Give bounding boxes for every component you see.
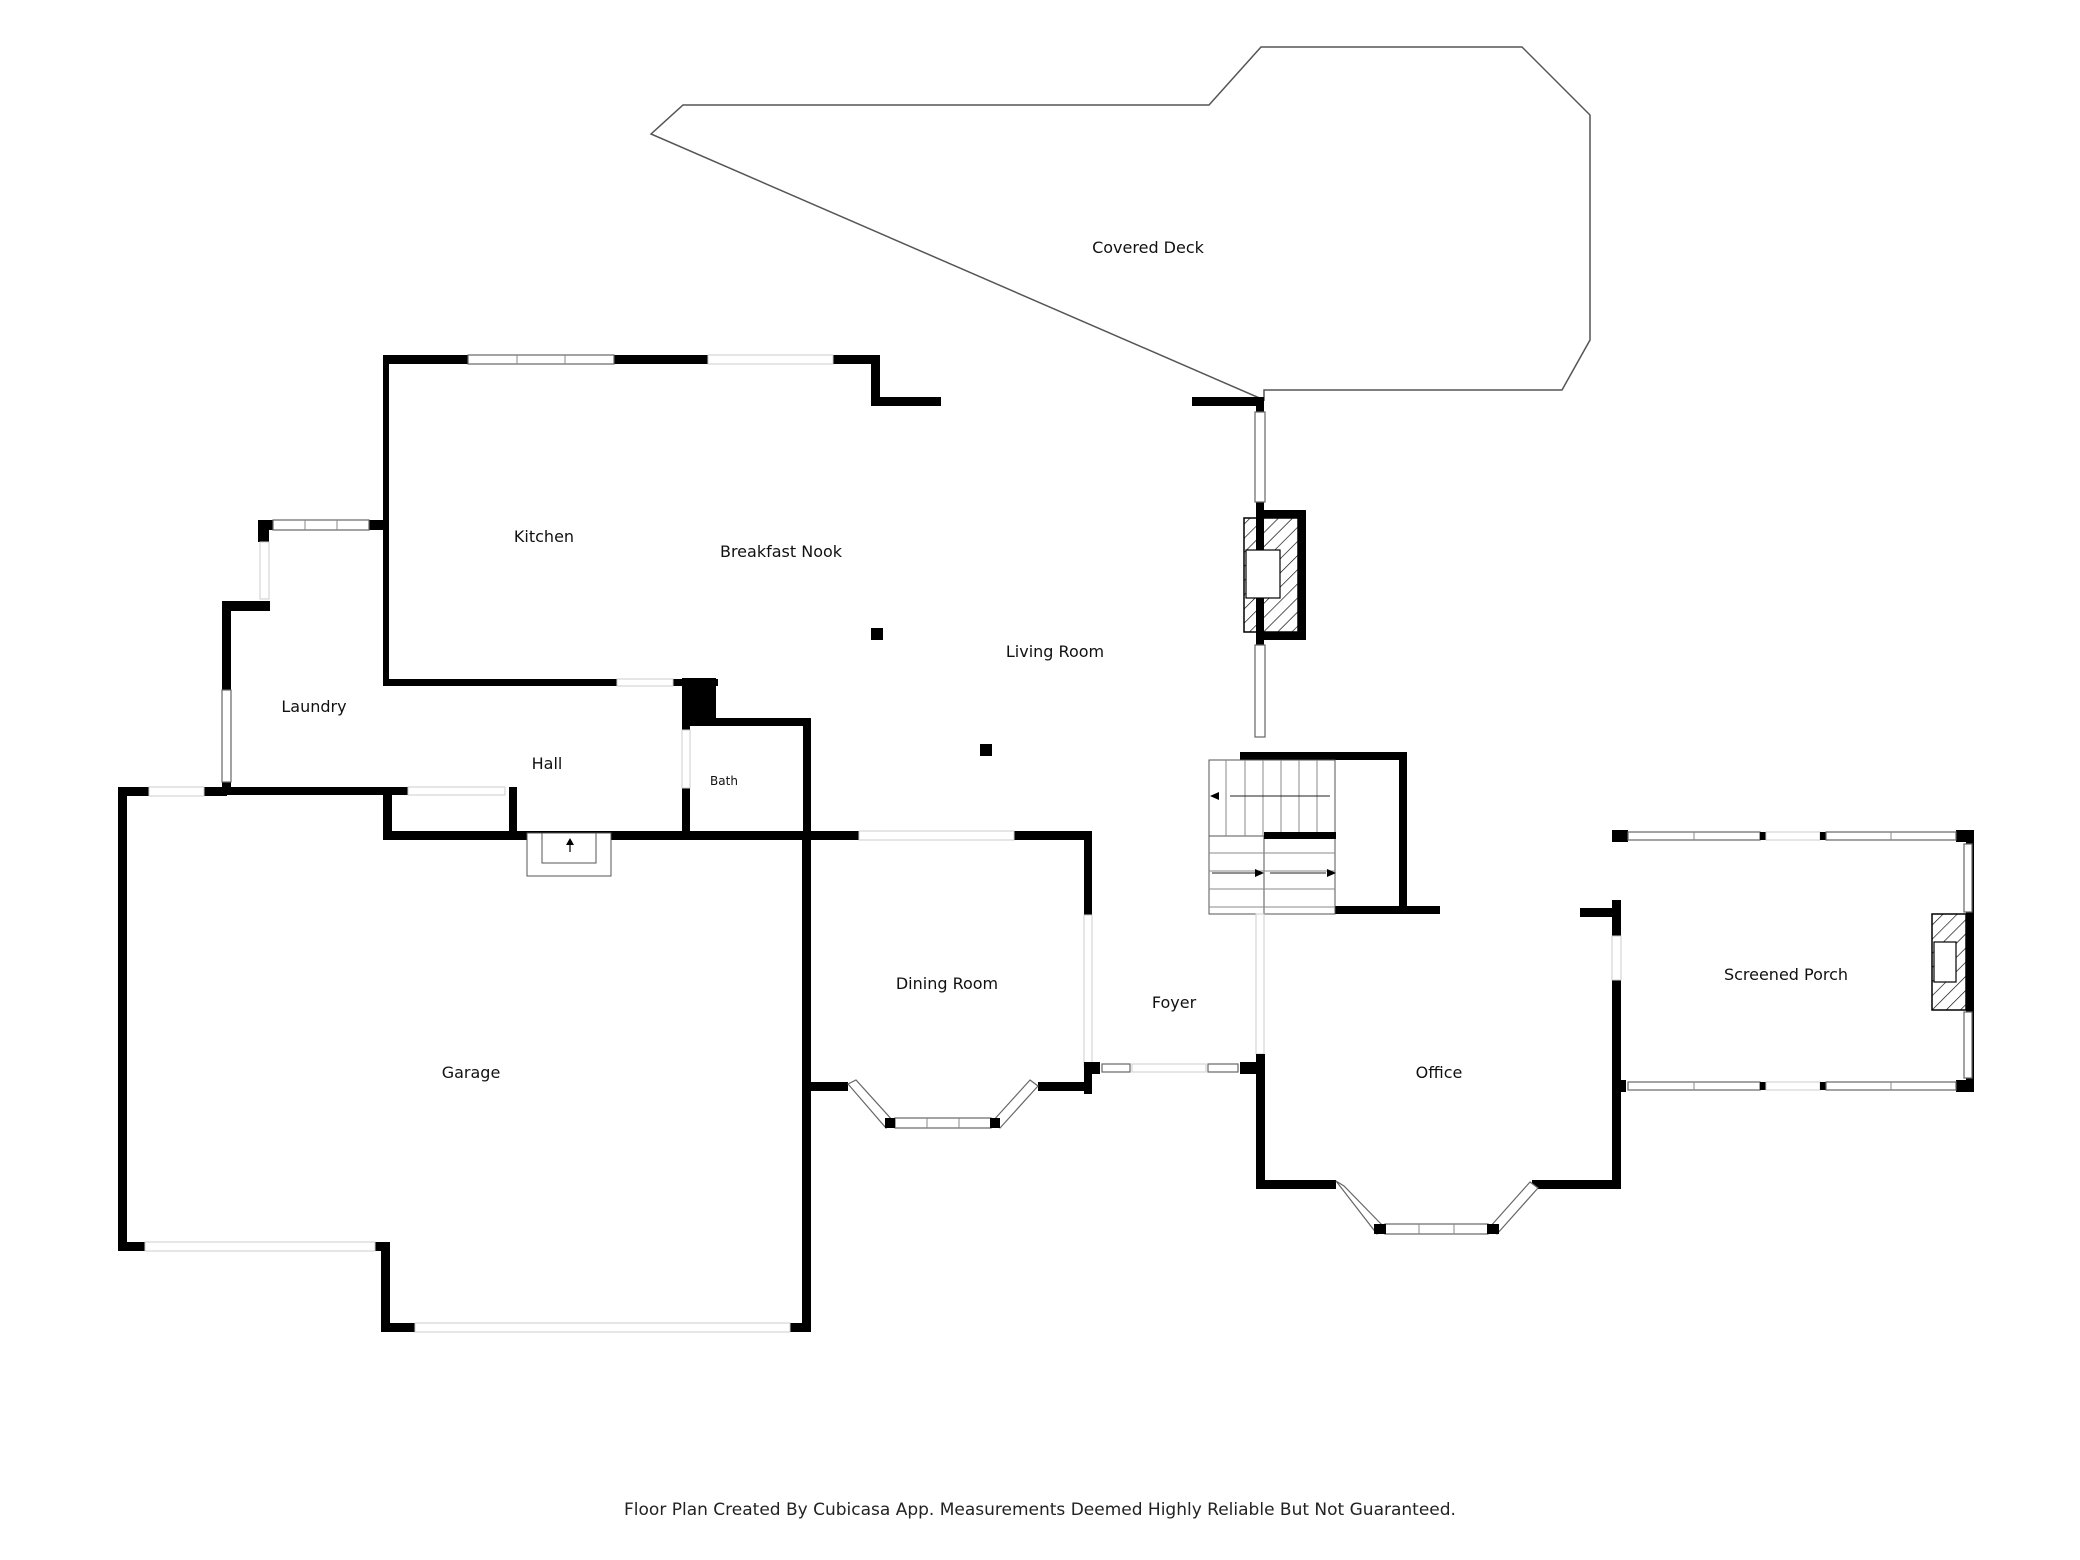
column: [871, 628, 883, 640]
living-room-window: [1254, 411, 1266, 503]
nook-door: [707, 354, 834, 365]
dining-opening: [1083, 914, 1093, 1067]
room-label-bath: Bath: [710, 774, 738, 788]
hall-door: [407, 786, 506, 796]
room-label-office: Office: [1416, 1063, 1463, 1082]
front-door: [1131, 1063, 1207, 1073]
laundry-window: [221, 689, 232, 783]
living-room-window: [1254, 644, 1266, 738]
screened-porch-walls: [1612, 830, 1974, 1092]
garage-door: [144, 1241, 376, 1252]
column: [980, 744, 992, 756]
stairs: [1208, 759, 1336, 915]
room-label-covered-deck: Covered Deck: [1092, 238, 1205, 257]
bath-door: [681, 729, 691, 789]
dining-bay-window: [894, 1117, 992, 1129]
room-label-kitchen: Kitchen: [514, 527, 574, 546]
room-label-dining-room: Dining Room: [896, 974, 998, 993]
porch-window: [1963, 1011, 1973, 1079]
kitchen-window: [467, 354, 615, 365]
foyer-window: [1207, 1063, 1239, 1073]
room-label-hall: Hall: [532, 754, 563, 773]
laundry-door: [259, 541, 270, 600]
laundry-walls: [222, 520, 388, 790]
room-label-living-room: Living Room: [1006, 642, 1104, 661]
laundry-window: [272, 519, 370, 531]
office-walls: [1256, 900, 1621, 1189]
room-label-foyer: Foyer: [1152, 993, 1197, 1012]
garage-door: [148, 786, 205, 797]
dining-opening: [858, 830, 1015, 841]
room-label-screened-porch: Screened Porch: [1724, 965, 1848, 984]
dining-room-walls: [802, 831, 1092, 1094]
room-label-laundry: Laundry: [281, 697, 346, 716]
kitchen-walls: [383, 355, 941, 726]
garage-door: [414, 1322, 791, 1333]
foyer-opening: [1255, 913, 1265, 1055]
foyer-window: [1101, 1063, 1131, 1073]
room-label-breakfast-nook: Breakfast Nook: [720, 542, 843, 561]
kitchen-hall-opening: [616, 678, 674, 687]
porch-window: [1963, 843, 1973, 913]
porch-screen: [1765, 1081, 1821, 1091]
office-bay-window: [1384, 1223, 1489, 1235]
footer-disclaimer: Floor Plan Created By Cubicasa App. Meas…: [624, 1500, 1456, 1520]
room-label-garage: Garage: [442, 1063, 501, 1082]
covered-deck-outline: [649, 46, 1591, 402]
porch-screen: [1765, 831, 1821, 841]
office-porch-door: [1611, 935, 1622, 981]
